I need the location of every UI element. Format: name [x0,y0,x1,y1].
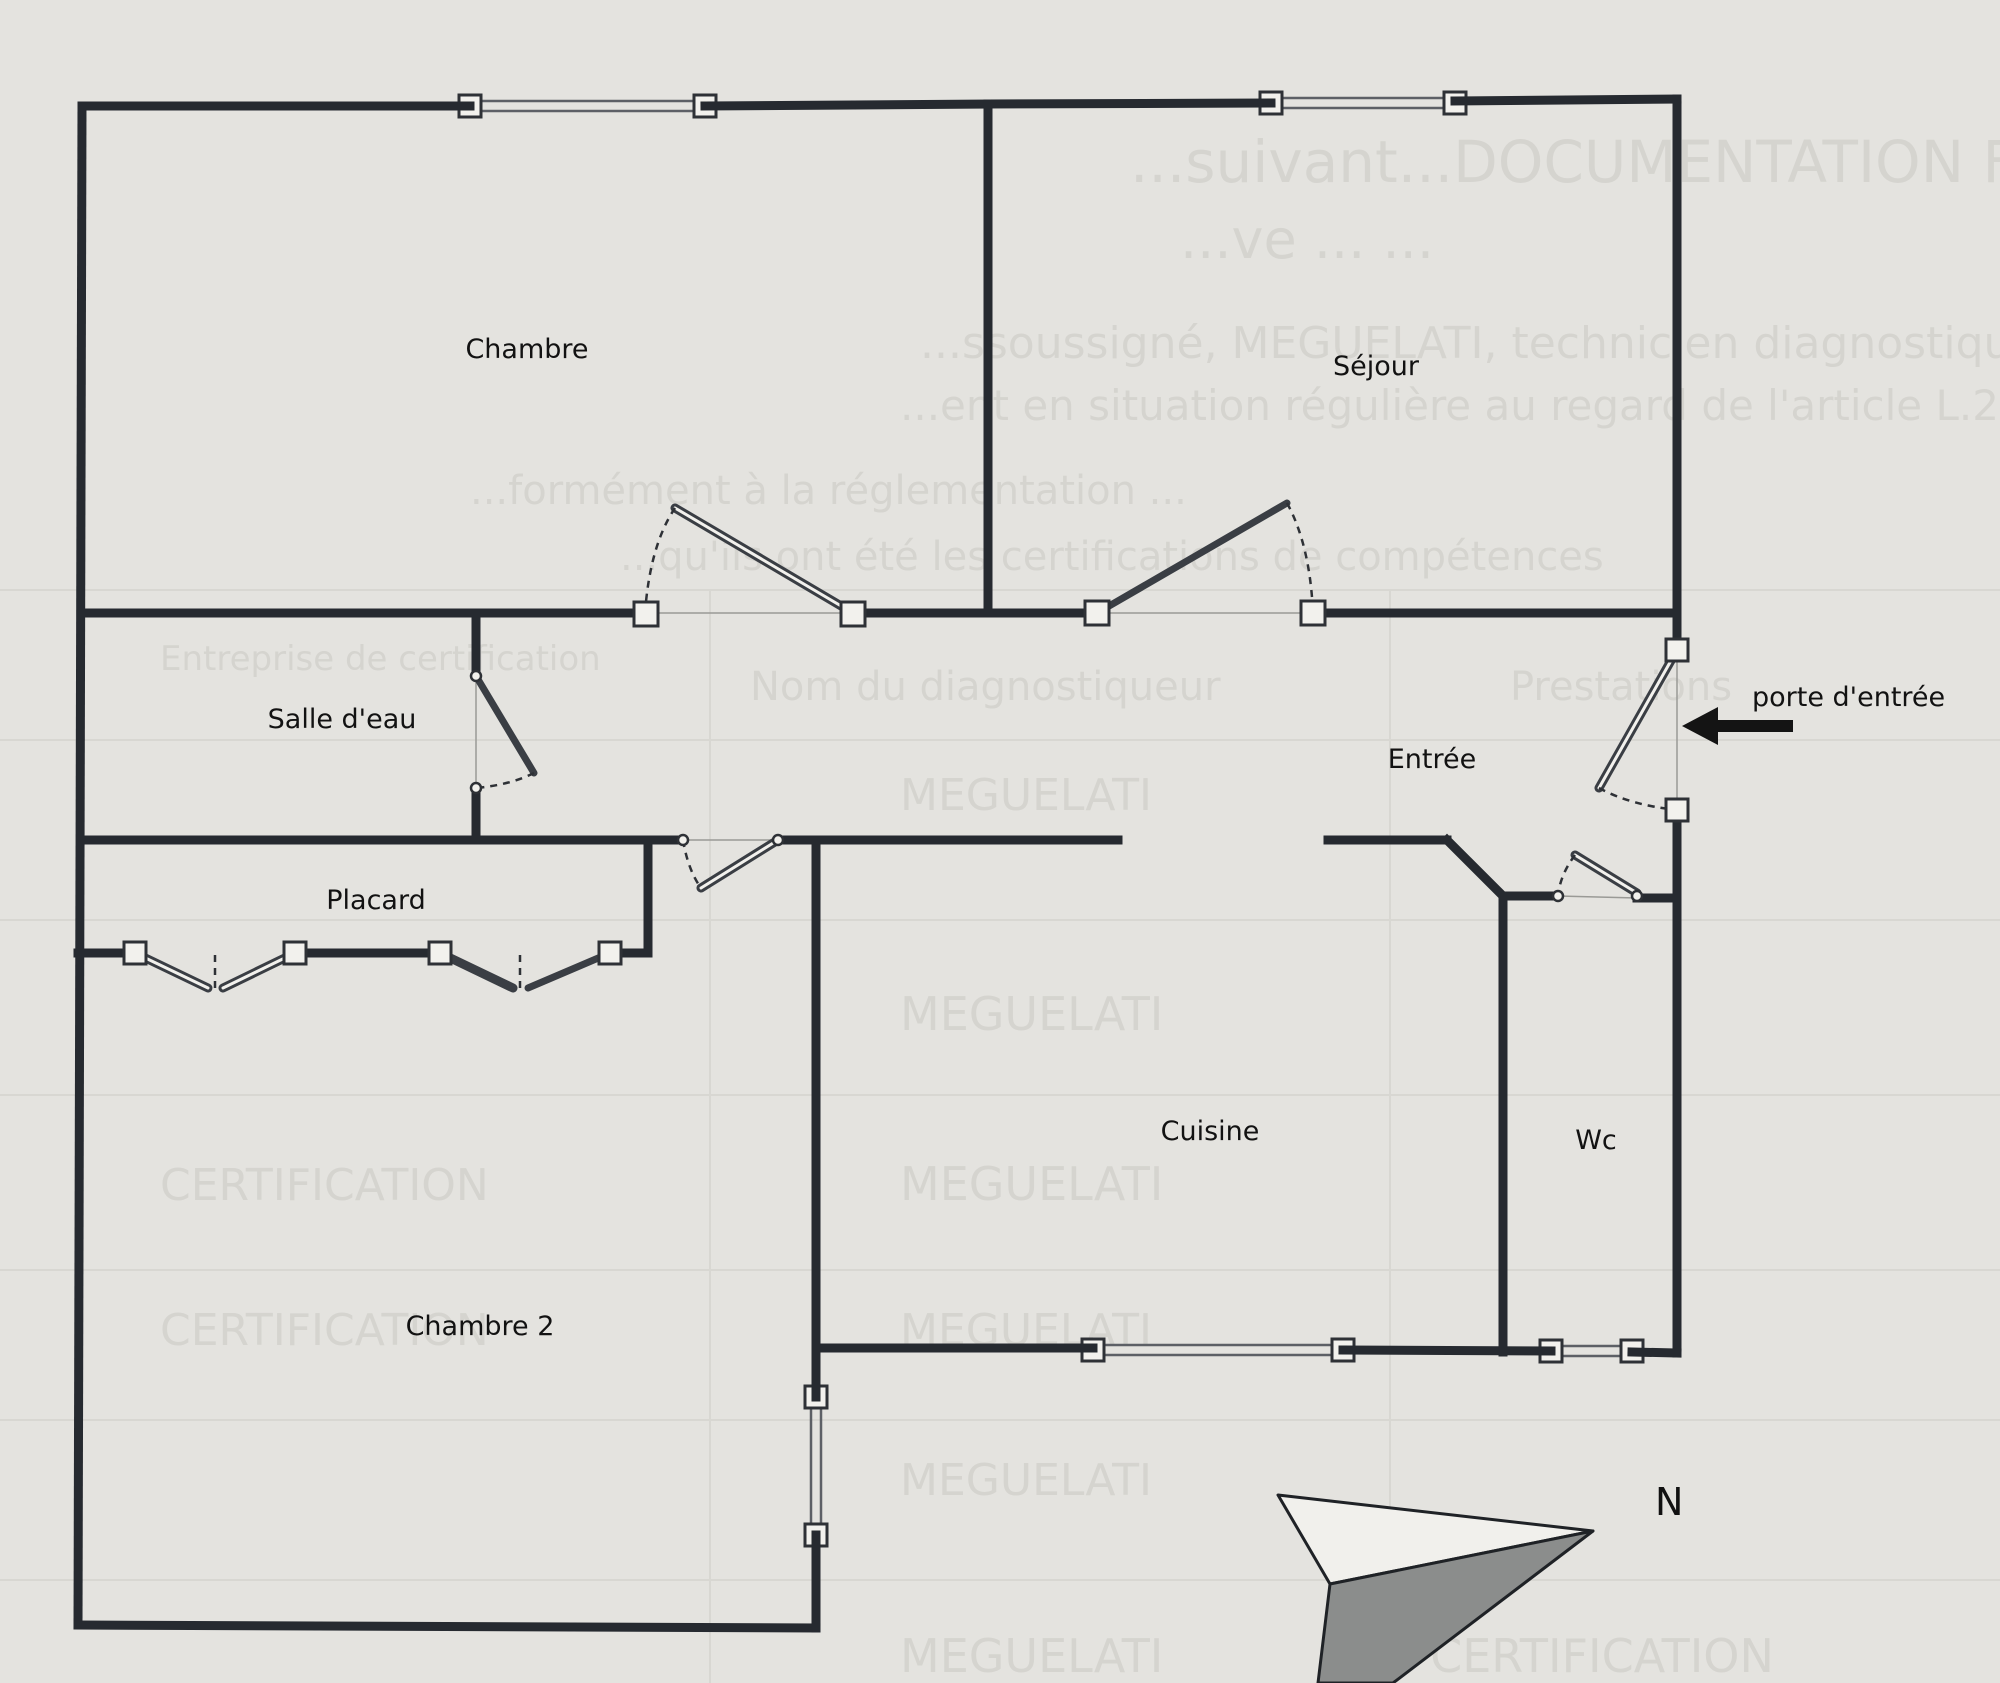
door-wc [1551,850,1644,903]
door-placard-corridor [676,833,785,893]
show-through-text: ...suivant...DOCUMENTATION FOURNIE pour … [160,128,2000,1683]
door-placard-bifold-left [122,940,308,993]
door-entree-node-1 [1664,637,1690,663]
ghost-header-3: Entreprise de certification [160,639,601,679]
ghost-line-3: ...ssoussigné, MEGUELATI, technicien dia… [920,318,2000,369]
label-placard: Placard [326,885,425,916]
ghost-line-5: ...formément à la réglementation ... [470,468,1187,514]
room-labels: Chambre Séjour Salle d'eau Entrée Placar… [268,334,1617,1342]
wall-top-2 [700,99,993,111]
ghost-header-2: Nom du diagnostiqueur [750,664,1221,710]
ghost-row-4: MEGUELATI [900,1455,1152,1506]
wall-wc-bottom [1627,1347,1682,1358]
front-door-label: porte d'entrée [1752,682,1945,713]
walls [73,94,1682,1633]
label-wc: Wc [1575,1125,1617,1156]
ghost-row-9: CERTIFICATION [160,1305,489,1356]
label-cuisine: Cuisine [1161,1116,1260,1147]
ghost-header-1: Prestations [1510,664,1732,710]
wall-wc-diagonal [1440,833,1510,903]
north-label: N [1655,1480,1683,1524]
wall-left [73,101,87,1630]
door-sejour-node-1 [1083,599,1111,627]
door-sejour-node-2 [1299,599,1327,627]
ghost-row-1: MEGUELATI [900,987,1163,1041]
label-chambre: Chambre [465,334,588,365]
window-sejour [1258,90,1468,116]
compass-icon: N [1276,1480,1683,1683]
door-placard-bifold-right [427,940,623,993]
door-sejour [1083,499,1327,627]
label-chambre-2: Chambre 2 [406,1311,555,1342]
front-door-arrow-icon [1682,707,1793,745]
wall-top-4 [1450,94,1682,106]
ghost-line-2: ...ve ... ... [1180,208,1434,271]
ghost-row-5: MEGUELATI [900,1629,1163,1683]
door-entree-node-2 [1664,797,1690,823]
front-door-annotation: porte d'entrée [1682,682,1945,745]
ghost-line-6: ...qu'ils ont été les certifications de … [620,534,1604,580]
wall-bottom-chambre2 [73,1620,821,1633]
ghost-row-8: CERTIFICATION [160,1160,489,1211]
doors [122,499,1690,993]
ghost-line-4: ...ent en situation régulière au regard … [900,381,2000,430]
door-salle-deau [469,669,538,795]
wall-cuisine-bottom-2 [1338,1345,1556,1356]
label-salle-deau: Salle d'eau [268,704,417,735]
ghost-line-1: ...suivant...DOCUMENTATION FOURNIE pour … [1130,128,2000,196]
label-sejour: Séjour [1333,351,1420,382]
door-entree [1594,637,1690,823]
label-entree: Entrée [1388,744,1477,775]
door-chambre [632,503,867,628]
ghost-row-6: MEGUELATI [900,770,1152,821]
ghost-row-2: MEGUELATI [900,1157,1163,1211]
window-chambre2 [803,1384,829,1548]
show-through-grid [0,589,2000,1683]
window-chambre [457,93,718,119]
door-chambre-node-2 [839,600,867,628]
wall-top-3 [983,98,1276,109]
door-chambre-node-1 [632,600,660,628]
